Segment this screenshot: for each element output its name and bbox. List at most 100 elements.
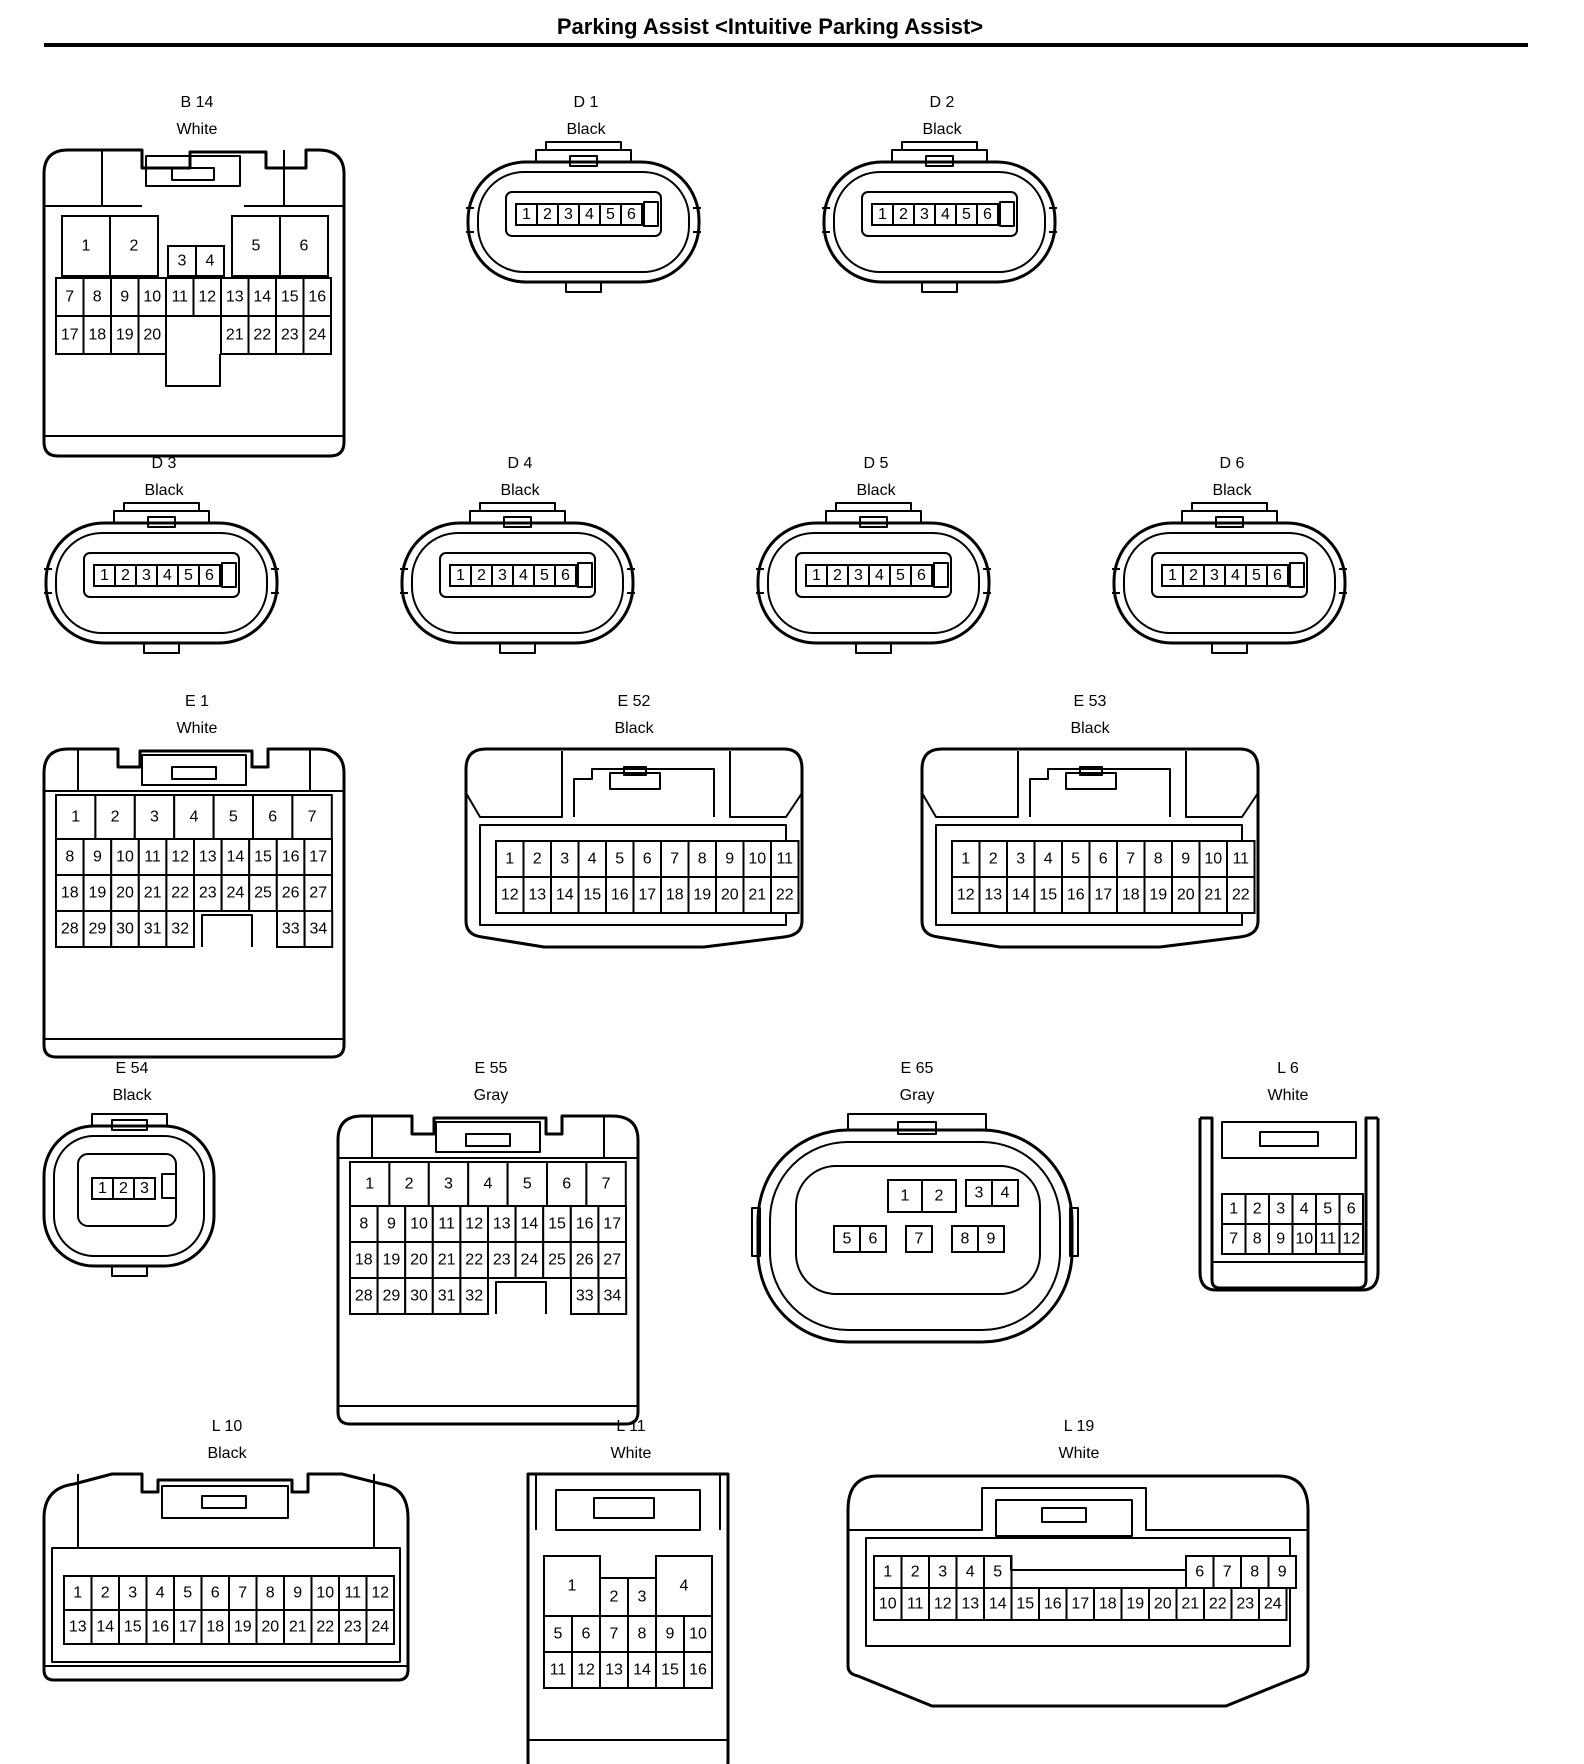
pin-15: 15: [655, 1651, 685, 1689]
svg-text:27: 27: [309, 885, 327, 902]
pin-16: 16: [605, 876, 635, 914]
pin-2: 2: [522, 840, 552, 878]
pin-7: 7: [599, 1615, 629, 1653]
svg-text:3: 3: [564, 206, 573, 223]
pin-2: 2: [978, 840, 1008, 878]
svg-text:15: 15: [1016, 1596, 1034, 1613]
pin-22: 22: [770, 876, 800, 914]
svg-text:18: 18: [1099, 1596, 1117, 1613]
svg-text:13: 13: [493, 1216, 511, 1233]
svg-text:4: 4: [1001, 1185, 1010, 1202]
svg-text:12: 12: [371, 1585, 389, 1602]
svg-text:14: 14: [989, 1596, 1007, 1613]
pin-8: 8: [1240, 1555, 1270, 1589]
pin-22: 22: [247, 315, 277, 355]
connector-code: D 2: [929, 94, 955, 111]
pin-17: 17: [55, 315, 85, 355]
pin-20: 20: [110, 874, 140, 912]
svg-text:4: 4: [483, 1176, 492, 1193]
svg-text:16: 16: [308, 289, 326, 306]
svg-text:2: 2: [911, 1564, 920, 1581]
pin-6: 6: [1088, 840, 1118, 878]
pin-34: 34: [597, 1277, 628, 1315]
pin-32: 32: [165, 910, 196, 948]
pin-12: 12: [928, 1587, 958, 1621]
svg-text:10: 10: [689, 1626, 707, 1643]
pin-18: 18: [349, 1241, 379, 1279]
svg-text:13: 13: [69, 1619, 87, 1636]
pin-8: 8: [1143, 840, 1173, 878]
svg-text:4: 4: [1044, 851, 1053, 868]
pin-3: 3: [913, 203, 936, 226]
connector-color: Black: [500, 482, 540, 499]
svg-text:1: 1: [82, 238, 91, 255]
pin-4: 4: [173, 794, 215, 840]
pin-25: 25: [542, 1241, 572, 1279]
pin-23: 23: [1230, 1587, 1260, 1621]
pin-2: 2: [826, 564, 849, 587]
pin-21: 21: [431, 1241, 462, 1279]
svg-text:6: 6: [1195, 1564, 1204, 1581]
svg-text:7: 7: [238, 1585, 247, 1602]
pin-33: 33: [276, 910, 306, 948]
pin-16: 16: [145, 1609, 175, 1645]
svg-text:5: 5: [962, 206, 971, 223]
svg-text:7: 7: [1223, 1564, 1232, 1581]
pin-3: 3: [557, 203, 580, 226]
pin-24: 24: [514, 1241, 545, 1279]
pin-1: 1: [61, 215, 111, 277]
pin-3: 3: [1006, 840, 1036, 878]
pin-23: 23: [193, 874, 223, 912]
pin-21: 21: [283, 1609, 313, 1645]
svg-text:5: 5: [1071, 851, 1080, 868]
svg-text:9: 9: [93, 849, 102, 866]
svg-text:9: 9: [387, 1216, 396, 1233]
pin-3: 3: [133, 1177, 156, 1200]
svg-text:20: 20: [116, 885, 134, 902]
pin-4: 4: [512, 564, 535, 587]
pin-30: 30: [404, 1277, 434, 1315]
pin-5: 5: [1061, 840, 1091, 878]
pin-4: 4: [991, 1179, 1019, 1207]
pin-2: 2: [112, 1177, 135, 1200]
connector-color: Black: [112, 1087, 152, 1104]
pin-20: 20: [1171, 876, 1201, 914]
svg-text:6: 6: [917, 567, 926, 584]
pin-18: 18: [200, 1609, 230, 1645]
svg-text:10: 10: [1204, 851, 1222, 868]
connector-color: Black: [614, 720, 654, 737]
svg-text:20: 20: [1154, 1596, 1172, 1613]
svg-text:1: 1: [456, 567, 465, 584]
pin-19: 19: [110, 315, 140, 355]
svg-text:18: 18: [355, 1252, 373, 1269]
pin-1: 1: [449, 564, 472, 587]
pin-15: 15: [275, 277, 305, 317]
svg-text:1: 1: [812, 567, 821, 584]
connector-code: L 10: [211, 1418, 243, 1435]
pin-4: 4: [156, 564, 179, 587]
svg-text:6: 6: [300, 238, 309, 255]
pin-19: 19: [1143, 876, 1173, 914]
pin-2: 2: [388, 1161, 430, 1207]
pin-18: 18: [1116, 876, 1146, 914]
svg-text:3: 3: [150, 809, 159, 826]
svg-text:9: 9: [1276, 1231, 1285, 1248]
svg-text:12: 12: [465, 1216, 483, 1233]
svg-text:1: 1: [505, 851, 514, 868]
pin-3: 3: [133, 794, 176, 840]
svg-text:1: 1: [878, 206, 887, 223]
svg-text:3: 3: [1276, 1201, 1285, 1218]
svg-text:3: 3: [128, 1585, 137, 1602]
connector-code: E 1: [184, 693, 209, 710]
svg-text:5: 5: [252, 238, 261, 255]
